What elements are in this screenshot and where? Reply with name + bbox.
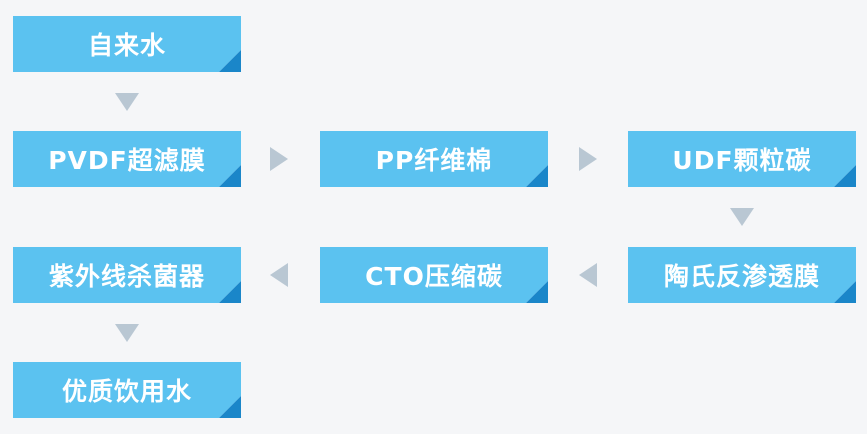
arrow-down-icon (730, 208, 754, 226)
step-udf-carbon: UDF颗粒碳 (628, 131, 856, 187)
folded-corner (834, 165, 856, 187)
step-label: UDF颗粒碳 (672, 146, 812, 175)
folded-corner (526, 165, 548, 187)
step-cto-carbon: CTO压缩碳 (320, 247, 548, 303)
step-label: 自来水 (87, 31, 166, 60)
step-label: CTO压缩碳 (365, 262, 503, 291)
folded-corner (219, 165, 241, 187)
arrow-right-icon (270, 147, 288, 171)
step-pp-cotton: PP纤维棉 (320, 131, 548, 187)
step-ro-membrane: 陶氏反渗透膜 (628, 247, 856, 303)
step-pvdf-membrane: PVDF超滤膜 (13, 131, 241, 187)
folded-corner (834, 281, 856, 303)
arrow-left-icon (270, 263, 288, 287)
step-tap-water: 自来水 (13, 16, 241, 72)
folded-corner (219, 281, 241, 303)
step-drinking-water: 优质饮用水 (13, 362, 241, 418)
step-label: 紫外线杀菌器 (48, 262, 205, 291)
arrow-left-icon (579, 263, 597, 287)
arrow-down-icon (115, 93, 139, 111)
folded-corner (219, 50, 241, 72)
arrow-right-icon (579, 147, 597, 171)
step-uv-sterilizer: 紫外线杀菌器 (13, 247, 241, 303)
arrow-down-icon (115, 324, 139, 342)
folded-corner (219, 396, 241, 418)
step-label: 优质饮用水 (61, 377, 192, 406)
step-label: 陶氏反渗透膜 (663, 262, 820, 291)
step-label: PP纤维棉 (375, 146, 493, 175)
step-label: PVDF超滤膜 (48, 146, 206, 175)
folded-corner (526, 281, 548, 303)
